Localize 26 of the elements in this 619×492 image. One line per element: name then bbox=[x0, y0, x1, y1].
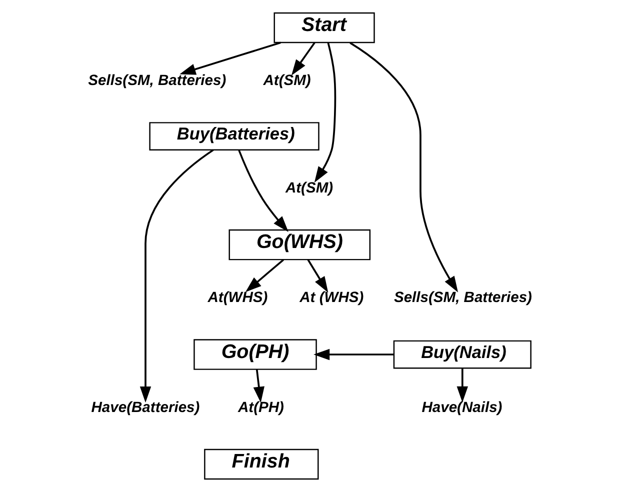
arrow bbox=[245, 259, 284, 292]
node-box: Buy(Nails) bbox=[393, 340, 532, 369]
arrow bbox=[307, 259, 328, 293]
node-box: Go(WHS) bbox=[228, 229, 371, 260]
node-text: At (WHS) bbox=[300, 290, 364, 306]
arrow bbox=[456, 368, 468, 402]
arrow bbox=[253, 369, 264, 403]
arrow bbox=[238, 150, 288, 232]
node-text: At(WHS) bbox=[208, 290, 268, 306]
arrow bbox=[314, 348, 394, 360]
node-text: Have(Nails) bbox=[422, 400, 502, 416]
node-text: At(SM) bbox=[263, 73, 311, 90]
node-text: Sells(SM, Batteries) bbox=[88, 73, 226, 90]
node-box: Buy(Batteries) bbox=[149, 122, 320, 150]
node-box: Finish bbox=[204, 448, 319, 480]
node-box: Go(PH) bbox=[194, 339, 317, 370]
node-text: At(PH) bbox=[238, 400, 284, 416]
node-text: Have(Batteries) bbox=[91, 400, 200, 416]
arrow bbox=[140, 149, 214, 403]
arrow bbox=[350, 42, 458, 292]
arrow bbox=[314, 42, 336, 183]
node-text: Sells(SM, Batteries) bbox=[394, 290, 532, 306]
node-text: At(SM) bbox=[285, 180, 334, 196]
node-box: Start bbox=[274, 12, 375, 44]
arrow bbox=[291, 42, 316, 76]
arrow bbox=[180, 42, 281, 75]
